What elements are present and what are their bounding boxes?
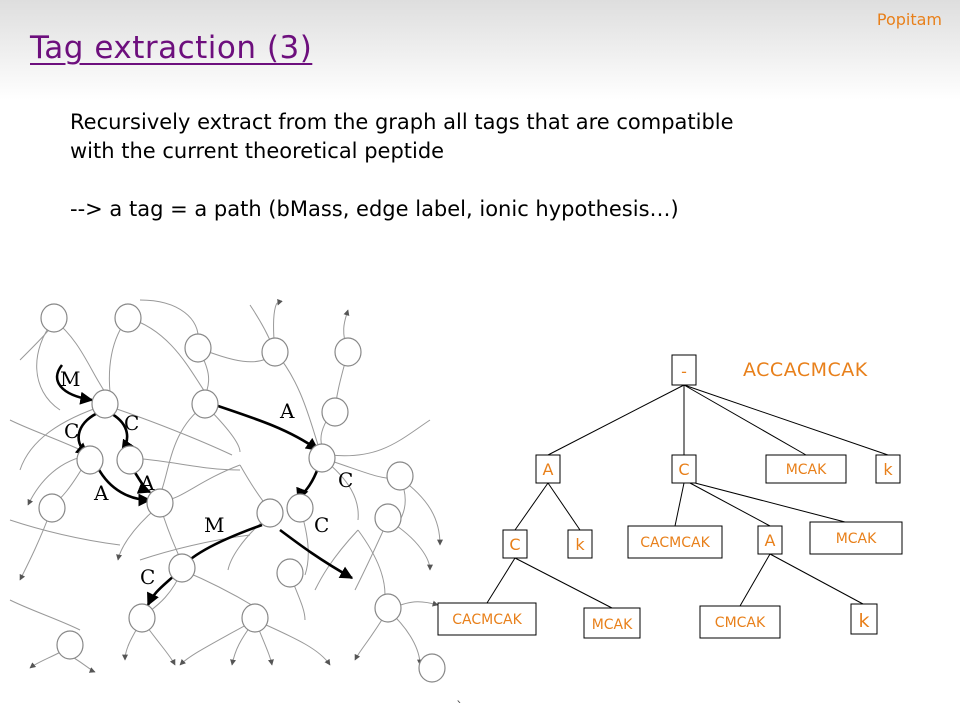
- spectrum-graph: M C C A A A C M C C: [9, 298, 446, 683]
- tree-node-c-a: [757, 525, 783, 555]
- slide-title: Tag extraction (3): [30, 30, 313, 66]
- tree-node-mcak-label: MCAK: [786, 462, 827, 478]
- graph-node: [286, 493, 314, 523]
- edge-label-c3: C: [338, 468, 353, 492]
- graph-node: [256, 498, 284, 528]
- tree-node-k: [875, 454, 901, 484]
- graph-node: [334, 337, 362, 367]
- tree-node-a-c-label: C: [509, 535, 520, 554]
- graph-node: [38, 493, 66, 523]
- footer-mark: `: [456, 700, 463, 716]
- edge-label-c4: C: [314, 513, 329, 537]
- tree-node-c: [671, 454, 697, 484]
- edge-label-a3: A: [139, 471, 155, 495]
- brand-label: Popitam: [876, 10, 942, 29]
- graph-node: [241, 603, 269, 633]
- tree-node-c-label: C: [678, 460, 689, 479]
- graph-node: [418, 653, 446, 683]
- tag-tree: - ACCACMCAK A C MCAK k C k CACMCAK A MCA…: [437, 354, 903, 639]
- tree-node-ca-cmcak-label: CMCAK: [715, 615, 766, 631]
- target-sequence: ACCACMCAK: [743, 359, 868, 381]
- graph-node: [374, 503, 402, 533]
- tree-node-c-a-label: A: [765, 531, 776, 550]
- graph-node: [91, 389, 119, 419]
- tree-node-c-mcak-label: MCAK: [836, 531, 877, 547]
- graph-node: [116, 445, 144, 475]
- graph-node: [276, 558, 304, 588]
- graph-node: [261, 337, 289, 367]
- body-line-3: --> a tag = a path (bMass, edge label, i…: [70, 197, 679, 221]
- graph-node: [114, 303, 142, 333]
- graph-node: [308, 443, 336, 473]
- graph-node: [146, 488, 174, 518]
- tree-node-a-k-label: k: [575, 535, 585, 554]
- graph-node: [184, 333, 212, 363]
- body-text: Recursively extract from the graph all t…: [70, 108, 930, 224]
- body-line-2: with the current theoretical peptide: [70, 139, 445, 163]
- tree-node-a-c: [502, 529, 528, 559]
- edge-label-c2: C: [124, 411, 139, 435]
- graph-thin-edges: [9, 298, 443, 673]
- graph-node: [56, 630, 84, 660]
- tree-node-ac-mcak: [583, 607, 641, 639]
- tree-node-c-mcak: [809, 521, 903, 555]
- graph-node: [386, 461, 414, 491]
- tree-node-ac-cacmcak: [437, 602, 537, 636]
- graph-node: [168, 553, 196, 583]
- tree-node-ac-cacmcak-label: CACMCAK: [452, 612, 522, 628]
- edge-label-c1: C: [64, 419, 79, 443]
- graph-node: [374, 593, 402, 623]
- tree-node-k-label: k: [883, 460, 893, 479]
- graph-node: [321, 397, 349, 427]
- graph-node: [128, 603, 156, 633]
- edge-label-m2: M: [204, 513, 224, 537]
- tree-edges: [486, 384, 889, 609]
- edge-label-a2: A: [93, 481, 109, 505]
- tree-root-node: [671, 354, 697, 386]
- graph-node: [191, 389, 219, 419]
- edge-label-c5: C: [140, 565, 155, 589]
- tree-node-ac-mcak-label: MCAK: [592, 617, 633, 633]
- tree-node-ca-k-label: k: [858, 610, 869, 632]
- tree-node-mcak: [765, 454, 847, 484]
- tree-node-ca-cmcak: [699, 605, 781, 639]
- body-line-1: Recursively extract from the graph all t…: [70, 110, 734, 134]
- graph-node: [76, 445, 104, 475]
- tree-node-c-cacmcak-label: CACMCAK: [640, 535, 710, 551]
- edge-label-a1: A: [279, 399, 295, 423]
- graph-node: [40, 303, 68, 333]
- tree-node-a-k: [567, 529, 593, 559]
- edge-label-m: M: [60, 367, 80, 391]
- tree-root-label: -: [681, 362, 687, 381]
- graph-edge-labels: M C C A A A C M C C: [60, 367, 353, 589]
- tree-node-c-cacmcak: [627, 525, 723, 559]
- title-bar-background: [0, 0, 960, 100]
- tree-node-a: [535, 454, 561, 484]
- tree-node-ca-k: [850, 603, 878, 635]
- tree-node-a-label: A: [543, 460, 554, 479]
- graph-nodes: [38, 303, 446, 683]
